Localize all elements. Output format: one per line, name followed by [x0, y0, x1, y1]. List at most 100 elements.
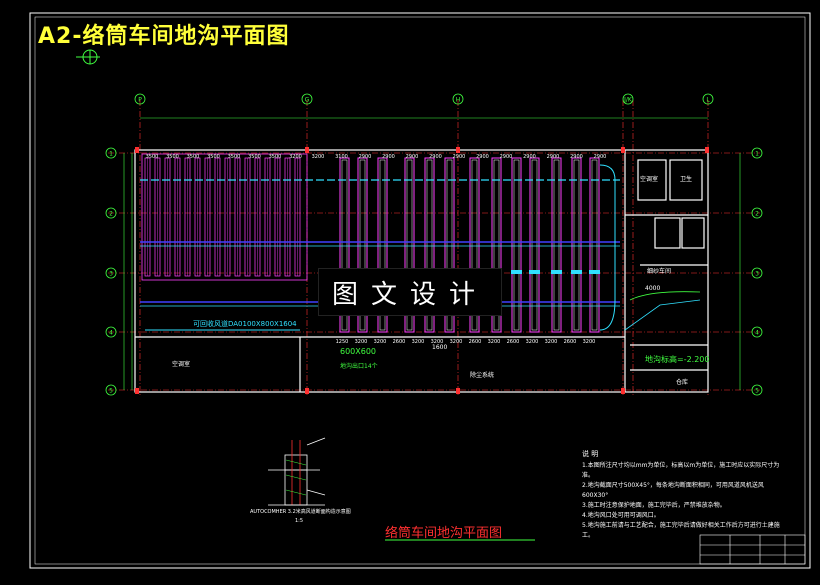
winding-core [359, 159, 366, 331]
dimension-text: 3500 [207, 154, 220, 160]
duct-outlet [589, 270, 600, 274]
winding-core [553, 159, 560, 331]
winding-frame [404, 157, 415, 333]
axis-label-right: 2 [755, 211, 759, 218]
drawing-title: A2-络筒车间地沟平面图 [38, 24, 290, 49]
winding-core [531, 159, 538, 331]
winding-frame [571, 157, 582, 333]
dimension-text: 3200 [412, 339, 425, 345]
axis-label-left: 5 [109, 388, 113, 395]
winding-core [426, 159, 433, 331]
axis-label-top: G [305, 97, 310, 104]
elevation-label: 地沟标高=-2.200 [645, 355, 710, 364]
title-block [699, 534, 806, 565]
winding-core [493, 159, 500, 331]
dimension-text: 3200 [450, 339, 463, 345]
axis-label-left: 3 [109, 271, 113, 278]
drawing-frame [29, 12, 811, 569]
dimension-text: 2900 [594, 154, 607, 160]
axis-bubble [105, 147, 117, 159]
inner-frame [34, 16, 806, 565]
axis-label-top: P [138, 97, 142, 104]
dimension-text: 3500 [269, 154, 282, 160]
axis-markers-right: 1 2 3 4 5 [751, 147, 763, 396]
dimension-text: 2900 [476, 154, 489, 160]
axis-label-right: 5 [755, 388, 759, 395]
dimension-text: 3500 [166, 154, 179, 160]
note-item: 3.施工时注意保护地面，施工完毕后，严禁堆放杂物。 [582, 502, 726, 509]
dimension-text: 3200 [545, 339, 558, 345]
dimension-text: 3200 [374, 339, 387, 345]
duct-outlet-note: 地沟出口14个 [340, 363, 378, 370]
dimension-text: 2900 [523, 154, 536, 160]
winding-frame [444, 157, 455, 333]
winding-frame [377, 157, 388, 333]
axis-label-top: H [456, 97, 461, 104]
axis-label-left: 1 [109, 151, 113, 158]
dimension-text: 3200 [312, 154, 325, 160]
winding-machines-left [141, 153, 308, 281]
building-walls [134, 149, 709, 393]
dimension-text: 3200 [526, 339, 539, 345]
duct-outlet [551, 270, 562, 274]
dimension-text: 3200 [289, 154, 302, 160]
machine-zone [141, 153, 308, 281]
duct-section-detail [268, 437, 326, 506]
dimension-text: 2900 [382, 154, 395, 160]
duct-label: 可回收风道DA0100X800X1604 [193, 320, 297, 328]
winding-frame [529, 157, 540, 333]
dimension-text: 3500 [228, 154, 241, 160]
axis-label-right: 3 [755, 271, 759, 278]
notes-title: 说 明 [582, 450, 599, 458]
axis-label-top: J/K [623, 97, 633, 104]
dimension-text: 3500 [146, 154, 159, 160]
axis-bubble [105, 207, 117, 219]
axis-label-left: 2 [109, 211, 113, 218]
dim-4000-label: 4000 [645, 285, 661, 292]
axis-bubble [751, 147, 763, 159]
note-item: 5.地沟施工前请与工艺配合，施工完毕后请做好相关工作后方可进行土建施工。 [582, 522, 780, 539]
dimension-text: 2900 [359, 154, 372, 160]
axis-grid-horizontal [108, 152, 760, 391]
north-arrow-icon [76, 49, 100, 65]
duct-size-label: 600X600 [340, 347, 377, 356]
winding-core [341, 159, 348, 331]
dimension-text: 2600 [469, 339, 482, 345]
dimension-text: 3200 [583, 339, 596, 345]
design-notes: 说 明 1.本图所注尺寸均以mm为单位，标高以m为单位，施工时应以实际尺寸为准。… [582, 449, 782, 541]
dimension-text: 1250 [336, 339, 349, 345]
dimension-text: 2600 [507, 339, 520, 345]
dimension-text: 3200 [355, 339, 368, 345]
dimension-text: 2900 [453, 154, 466, 160]
winding-frame [511, 157, 522, 333]
note-item: 2.地沟截面尺寸500X45°，每条地沟断面积相同，可用风道风机送风 [582, 482, 764, 489]
room-label-d: 细纱车间 [647, 268, 672, 275]
room-label-b: 卫生 [680, 176, 693, 183]
dimension-text: 3100 [335, 154, 348, 160]
dimension-text: 2900 [429, 154, 442, 160]
axis-markers-top: P G H J/K L [134, 93, 714, 105]
duct-outlet [571, 270, 582, 274]
axis-bubble [105, 326, 117, 338]
detail-scale: 1:5 [295, 518, 304, 524]
axis-bubble [751, 384, 763, 396]
detail-label: AUTOCOMHER 3.2米高风道断面构造示意图 [250, 509, 351, 515]
drawing-caption: 络筒车间地沟平面图 [385, 526, 503, 541]
dimension-text: 3500 [248, 154, 261, 160]
note-item: 4.地沟风口处可用可调风口。 [582, 512, 660, 519]
axis-label-top: L [706, 97, 710, 104]
dimension-text: 3200 [431, 339, 444, 345]
wall-columns [135, 147, 709, 394]
axis-label-right: 4 [755, 330, 759, 337]
winding-frame [589, 157, 600, 333]
axis-label-right: 1 [755, 151, 759, 158]
winding-frame [357, 157, 368, 333]
axis-bubble [105, 267, 117, 279]
duct-outlet [529, 270, 540, 274]
winding-frame [551, 157, 562, 333]
note-item: 600X30° [582, 492, 609, 499]
winding-frame [424, 157, 435, 333]
room-label-a: 空调室 [172, 361, 191, 368]
